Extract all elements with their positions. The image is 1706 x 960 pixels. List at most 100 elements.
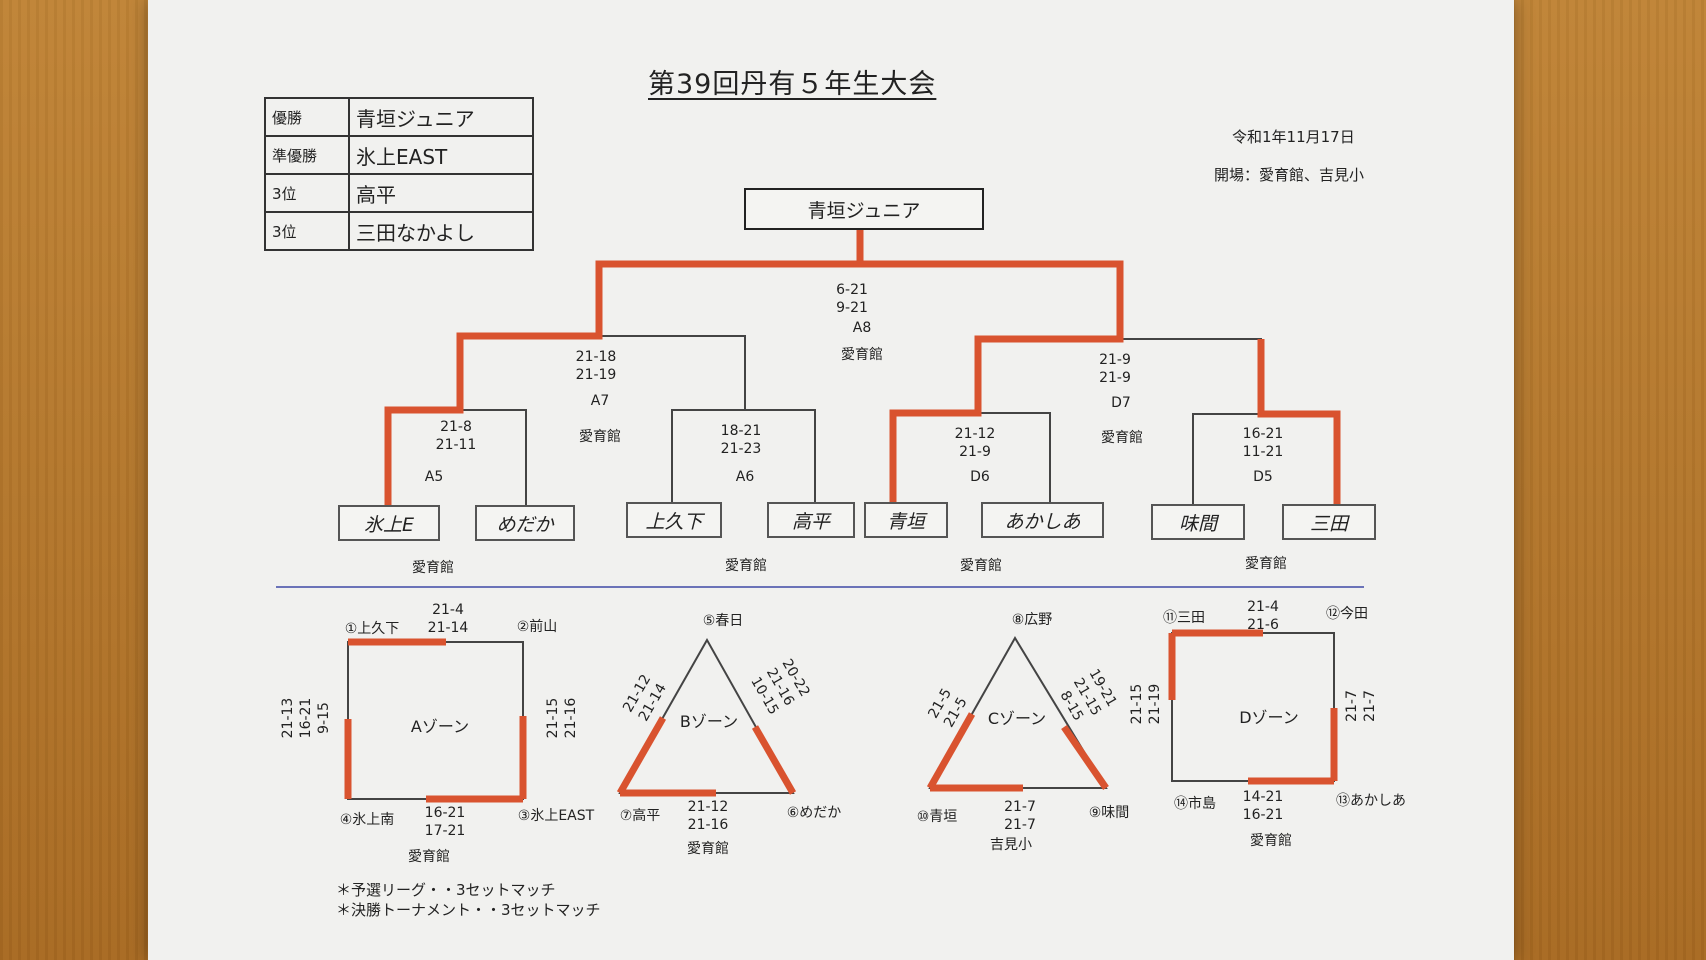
match-score-d5: 16-21 11-21 — [1243, 425, 1284, 461]
team-box: 味間 — [1151, 504, 1245, 540]
zone-team: ⑭市島 — [1174, 796, 1216, 812]
set-score: 21-9 — [1099, 352, 1131, 368]
set-score: 21-4 — [432, 602, 464, 618]
round-venue: 愛育館 — [1245, 556, 1287, 572]
zone-a-name: Aゾーン — [410, 717, 470, 736]
zone-team: ④氷上南 — [339, 812, 395, 828]
set-score: 9-21 — [836, 300, 868, 316]
team-box: 上久下 — [626, 502, 722, 538]
match-code-d6: D6 — [970, 469, 990, 485]
zone-team: ⑥めだか — [786, 805, 842, 821]
zone-b-name: Bゾーン — [679, 712, 739, 731]
rank-cell: 3位 — [264, 211, 350, 251]
set-score: 6-21 — [836, 282, 868, 298]
zone-venue: 愛育館 — [408, 849, 450, 865]
zone-team: ⑧広野 — [1011, 612, 1053, 628]
set-score: 21-7 — [1344, 690, 1360, 722]
match-score-a8: 6-21 9-21 — [836, 281, 868, 317]
results-table: 優勝青垣ジュニア 準優勝氷上EAST 3位高平 3位三田なかよし — [264, 97, 534, 251]
set-score: 21-7 — [1004, 817, 1036, 833]
team-cell: 三田なかよし — [348, 211, 534, 251]
match-venue-d7: 愛育館 — [1101, 430, 1143, 446]
set-score: 21-9 — [959, 444, 991, 460]
zone-team: ⑨味間 — [1088, 805, 1130, 821]
round-venue: 愛育館 — [412, 560, 454, 576]
rank-cell: 3位 — [264, 173, 350, 213]
zone-team: ⑫今田 — [1326, 606, 1368, 622]
team-box: 三田 — [1282, 504, 1376, 540]
set-score: 21-14 — [427, 620, 469, 636]
tournament-title: 第39回丹有５年生大会 — [648, 69, 937, 100]
match-code-a5: A5 — [424, 469, 444, 485]
results-row: 優勝青垣ジュニア — [264, 97, 534, 137]
set-score: 14-21 — [1242, 789, 1284, 805]
set-score: 18-21 — [720, 423, 762, 439]
set-score: 21-9 — [1099, 370, 1131, 386]
set-score: 16-21 — [1242, 426, 1284, 442]
zone-team: ⑤春日 — [702, 613, 744, 629]
match-code-a7: A7 — [590, 393, 610, 409]
zone-d-name: Dゾーン — [1239, 708, 1299, 727]
zone-team: ③氷上EAST — [517, 808, 595, 824]
zone-team: ⑩青垣 — [916, 809, 958, 825]
set-score: 16-21 — [298, 697, 314, 739]
match-venue-a7: 愛育館 — [579, 429, 621, 445]
set-score: 21-15 — [1129, 683, 1145, 725]
match-code-d5: D5 — [1253, 469, 1273, 485]
round-venue: 愛育館 — [960, 558, 1002, 574]
match-venue-a8: 愛育館 — [841, 347, 883, 363]
set-score: 21-16 — [687, 817, 729, 833]
venue-text: 開場：愛育館、吉見小 — [1214, 166, 1365, 184]
team-box: めだか — [475, 505, 575, 541]
match-score-a6: 18-21 21-23 — [721, 422, 762, 458]
match-score-d7: 21-9 21-9 — [1099, 351, 1131, 387]
zone-team: ①上久下 — [344, 621, 400, 637]
bracket-winner-lines — [344, 228, 1341, 803]
zone-team: ⑬あかしあ — [1336, 793, 1406, 809]
round-venue: 愛育館 — [725, 558, 767, 574]
team-box: 氷上E — [338, 505, 440, 541]
set-score: 21-19 — [1147, 683, 1163, 725]
zone-team: ⑪三田 — [1163, 610, 1205, 626]
zone-c-name: Cゾーン — [987, 709, 1047, 728]
set-score: 21-18 — [575, 349, 617, 365]
zone-venue: 愛育館 — [687, 841, 729, 857]
zone-team: ⑦高平 — [619, 808, 661, 824]
set-score: 11-21 — [1242, 444, 1284, 460]
match-code-a8: A8 — [852, 320, 872, 336]
team-box: 高平 — [767, 502, 855, 538]
results-row: 準優勝氷上EAST — [264, 135, 534, 175]
set-score: 21-19 — [575, 367, 617, 383]
set-score: 21-12 — [954, 426, 996, 442]
set-score: 21-7 — [1362, 690, 1378, 722]
note-line: ＊決勝トーナメント・・3セットマッチ — [336, 901, 601, 919]
set-score: 21-8 — [440, 419, 472, 435]
match-score-a7: 21-18 21-19 — [576, 348, 617, 384]
match-score-a5: 21-8 21-11 — [436, 418, 477, 454]
rank-cell: 優勝 — [264, 97, 350, 137]
set-score: 21-15 — [545, 697, 561, 739]
set-score: 21-23 — [720, 441, 762, 457]
zone-score-top: 21-4 21-6 — [1247, 598, 1279, 634]
team-box: 青垣 — [864, 502, 948, 538]
results-row: 3位高平 — [264, 173, 534, 213]
date-text: 令和1年11月17日 — [1232, 128, 1355, 146]
zone-team: ②前山 — [516, 619, 558, 635]
set-score: 16-21 — [424, 805, 466, 821]
set-score: 21-11 — [435, 437, 477, 453]
zone-venue: 愛育館 — [1250, 833, 1292, 849]
zone-venue: 吉見小 — [990, 837, 1032, 853]
zone-score-bottom: 16-21 17-21 — [425, 804, 466, 840]
team-cell: 氷上EAST — [348, 135, 534, 175]
rank-cell: 準優勝 — [264, 135, 350, 175]
note-line: ＊予選リーグ・・3セットマッチ — [336, 881, 556, 899]
set-score: 17-21 — [424, 823, 466, 839]
set-score: 21-4 — [1247, 599, 1279, 615]
set-score: 21-6 — [1247, 617, 1279, 633]
